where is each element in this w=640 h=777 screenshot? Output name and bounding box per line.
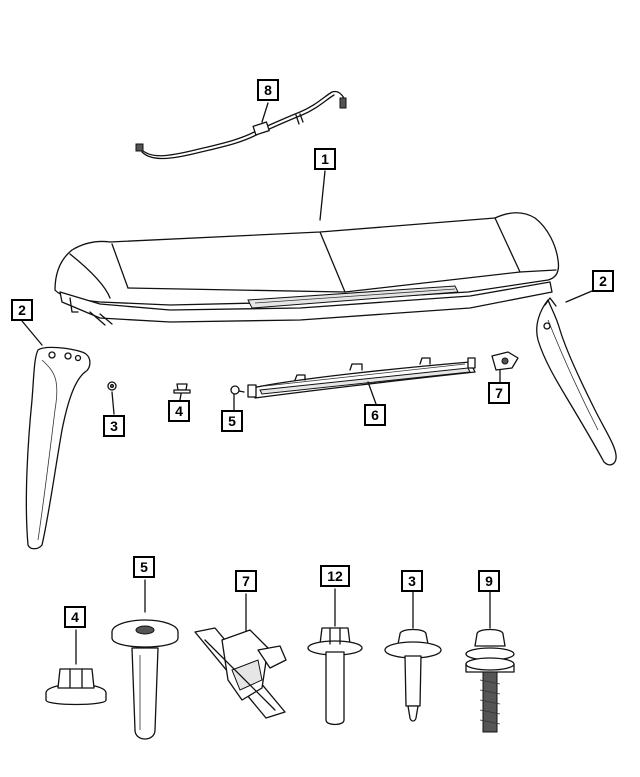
callout-label: 12 xyxy=(327,568,343,584)
callout-label: 8 xyxy=(264,82,272,98)
callout-label: 3 xyxy=(110,418,118,434)
pillar-trim-left xyxy=(25,346,91,550)
screw-part-5 xyxy=(230,385,245,395)
callout-6: 6 xyxy=(364,404,386,426)
enlarged-bracket-part-7 xyxy=(194,627,287,719)
callout-7-top: 7 xyxy=(488,382,510,404)
callout-label: 3 xyxy=(408,573,416,589)
enlarged-screw-part-5 xyxy=(111,619,179,740)
callout-4-bottom: 4 xyxy=(64,606,86,628)
enlarged-fastener-part-3 xyxy=(384,628,442,722)
wiring-harness xyxy=(135,90,347,160)
pillar-trim-right xyxy=(536,297,617,466)
callout-12: 12 xyxy=(320,565,350,587)
callout-3-bottom: 3 xyxy=(401,570,423,592)
callout-5-top: 5 xyxy=(221,410,243,432)
callout-2-left: 2 xyxy=(11,299,33,321)
callout-label: 4 xyxy=(175,403,183,419)
callout-3-top: 3 xyxy=(103,415,125,437)
enlarged-nut-part-4 xyxy=(45,668,107,706)
callout-label: 2 xyxy=(18,302,26,318)
bracket-part-7 xyxy=(491,351,519,371)
rear-spoiler xyxy=(54,212,560,326)
callout-label: 6 xyxy=(371,407,379,423)
callout-7-bottom: 7 xyxy=(235,570,257,592)
callout-label: 1 xyxy=(321,151,329,167)
callout-label: 2 xyxy=(599,273,607,289)
callout-1: 1 xyxy=(314,148,336,170)
callout-label: 7 xyxy=(242,573,250,589)
callout-label: 5 xyxy=(140,559,148,575)
high-mount-brake-lamp xyxy=(247,357,476,399)
nut-part-4 xyxy=(173,383,191,394)
callout-5-bottom: 5 xyxy=(133,556,155,578)
enlarged-bolt-part-12 xyxy=(307,627,363,726)
clip-part-3 xyxy=(107,381,117,391)
callout-9: 9 xyxy=(478,570,500,592)
callout-label: 7 xyxy=(495,385,503,401)
callout-2-right: 2 xyxy=(592,270,614,292)
leader-lines xyxy=(21,102,593,665)
enlarged-stud-part-9 xyxy=(465,628,515,733)
callout-label: 5 xyxy=(228,413,236,429)
callout-8: 8 xyxy=(257,79,279,101)
callout-label: 9 xyxy=(485,573,493,589)
callout-label: 4 xyxy=(71,609,79,625)
callout-4-top: 4 xyxy=(168,400,190,422)
